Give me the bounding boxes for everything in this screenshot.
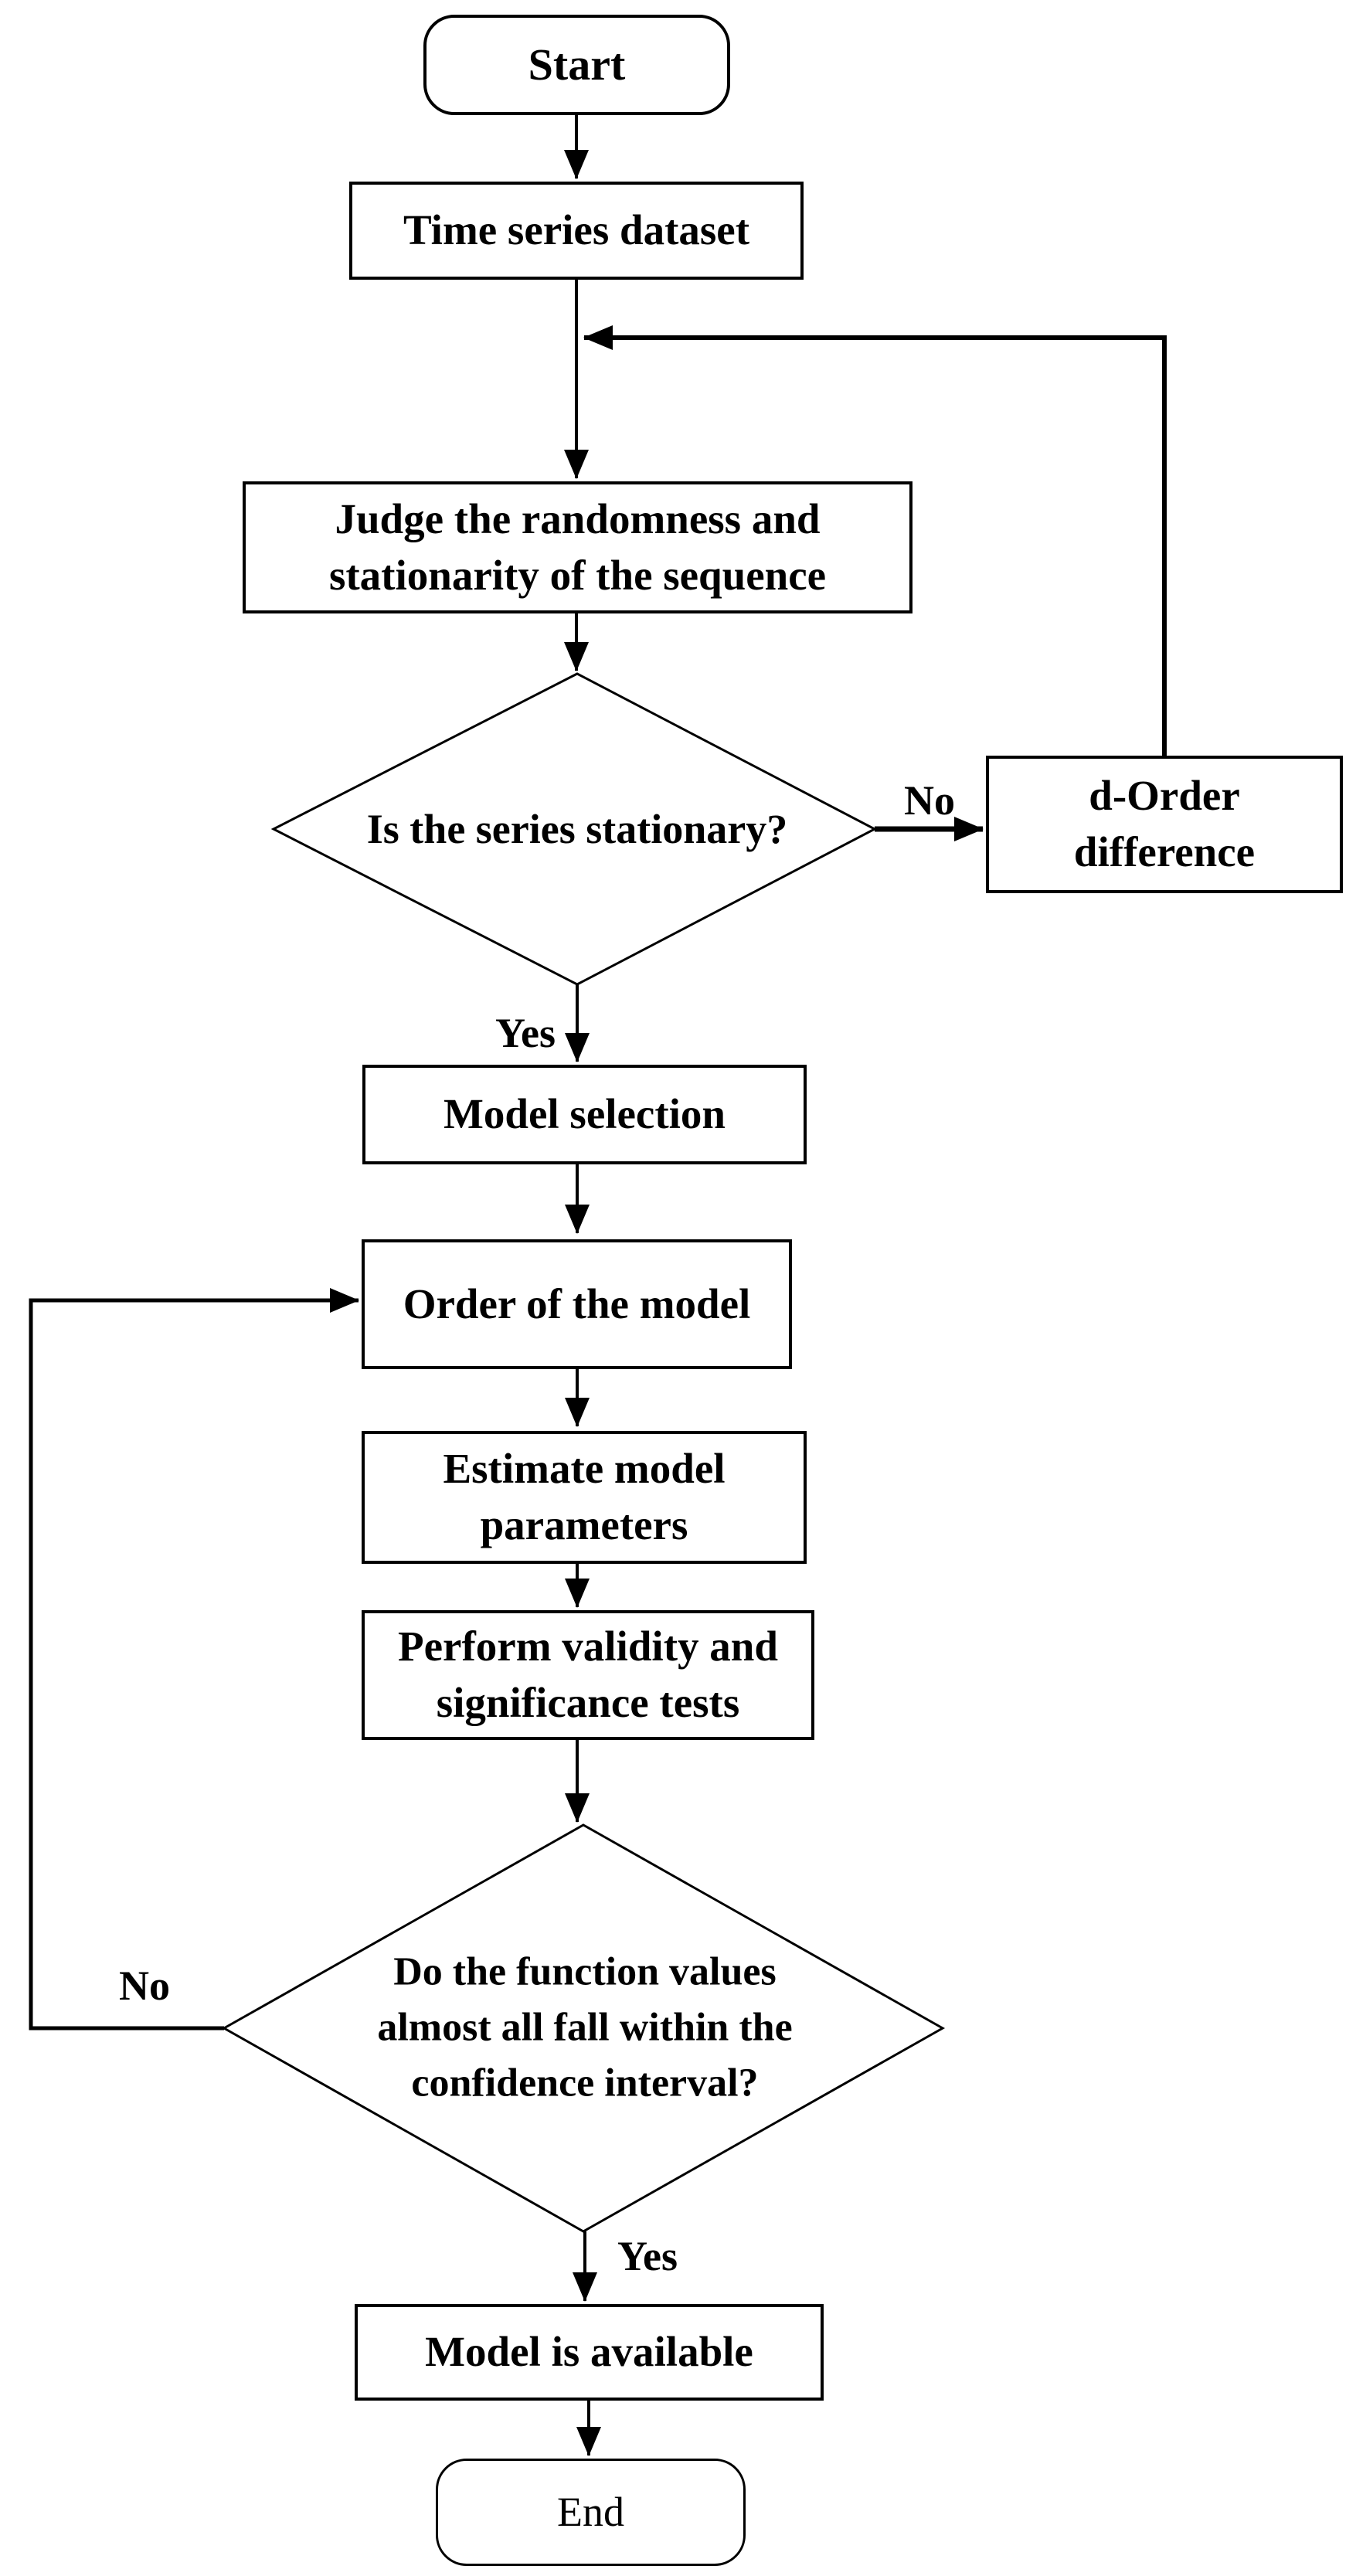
- node-order-of-model: Order of the model: [362, 1239, 792, 1369]
- node-judge-randomness-stationarity: Judge the randomness and stationarity of…: [243, 481, 912, 613]
- edge-label-yes-confidence: Yes: [617, 2233, 678, 2279]
- node-model-available: Model is available: [355, 2304, 824, 2401]
- node-model-selection: Model selection: [362, 1065, 807, 1164]
- edge-dorder-feedback-loop: [583, 325, 1167, 756]
- edge-label-no-stationary: No: [904, 777, 955, 824]
- node-estimate-parameters: Estimate model parameters: [362, 1431, 807, 1564]
- node-end: End: [436, 2459, 746, 2566]
- node-start: Start: [423, 15, 730, 115]
- node-validity-significance-tests: Perform validity and significance tests: [362, 1610, 814, 1740]
- edge-label-yes-stationary: Yes: [495, 1010, 556, 1056]
- node-time-series-dataset: Time series dataset: [349, 182, 804, 280]
- edge-label-no-confidence: No: [119, 1963, 170, 2009]
- decision-confidence-label: Do the function values almost all fall w…: [377, 1949, 793, 2105]
- decision-stationary-label: Is the series stationary?: [366, 805, 788, 852]
- node-d-order-difference: d-Order difference: [986, 756, 1343, 893]
- edge-decision2-no-loop-to-order: [29, 1288, 359, 2031]
